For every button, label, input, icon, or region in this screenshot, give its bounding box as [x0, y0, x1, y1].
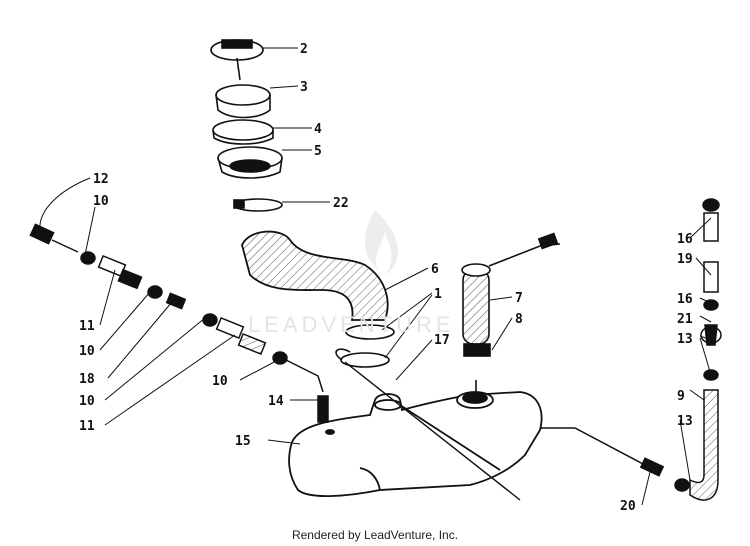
callout-13-lower: 13: [677, 414, 693, 429]
callout-13-upper: 13: [677, 332, 693, 347]
callout-11-lower: 11: [79, 419, 95, 434]
fuel-tank: [288, 391, 543, 497]
callout-15: 15: [235, 434, 251, 449]
callout-2: 2: [300, 42, 308, 57]
callout-9: 9: [677, 389, 685, 404]
hose-clamps: [335, 324, 395, 368]
vent-tube: [344, 361, 521, 501]
callout-1: 1: [434, 287, 442, 302]
watermark-text: LEADVENTURE: [248, 312, 455, 337]
callout-21: 21: [677, 312, 693, 327]
callout-8: 8: [515, 312, 523, 327]
callout-7: 7: [515, 291, 523, 306]
fuel-gauge-sender: [461, 232, 561, 395]
callout-18: 18: [79, 372, 95, 387]
callout-10-top: 10: [93, 194, 109, 209]
callout-10-low: 10: [79, 394, 95, 409]
callout-17: 17: [434, 333, 450, 348]
leader-lines: [39, 47, 712, 506]
callout-6: 6: [431, 262, 439, 277]
credit-text: Rendered by LeadVenture, Inc.: [291, 528, 459, 542]
callout-5: 5: [314, 144, 322, 159]
callout-20: 20: [620, 499, 636, 514]
callout-10-mid: 10: [79, 344, 95, 359]
callout-22: 22: [333, 196, 349, 211]
callout-14: 14: [268, 394, 284, 409]
callout-16-mid: 16: [677, 292, 693, 307]
callout-4: 4: [314, 122, 322, 137]
callout-16-top: 16: [677, 232, 693, 247]
hose-clamp-top: [233, 198, 283, 212]
callout-12: 12: [93, 172, 109, 187]
fuel-line-right: [540, 198, 722, 501]
flame-icon: [364, 210, 398, 275]
callout-3: 3: [300, 80, 308, 95]
callout-19: 19: [677, 252, 693, 267]
callout-labels: 2 3 4 5 22 6 1 7 8 17 16 19 16 21 13 9 1…: [79, 42, 693, 514]
callout-11-upper: 11: [79, 319, 95, 334]
filler-cap-assembly: [210, 39, 283, 179]
callout-10-right: 10: [212, 374, 228, 389]
